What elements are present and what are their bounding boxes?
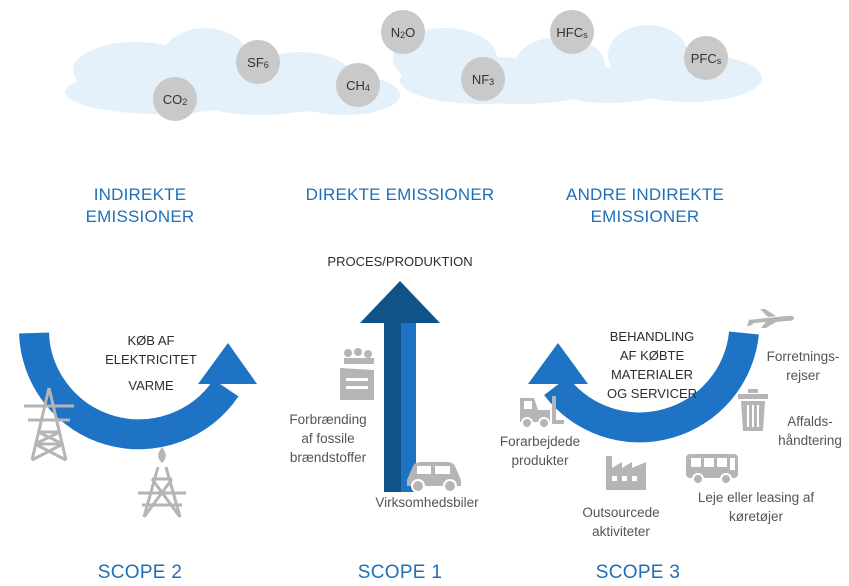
process-production-label: PROCES/PRODUKTION [327, 254, 473, 269]
outsourced-activities-label: Outsourcede aktiviteter [582, 505, 660, 539]
scope3-title: SCOPE 3 [595, 562, 681, 583]
car-icon [407, 462, 461, 493]
bus-icon [686, 454, 738, 485]
outsourced-factory-icon [606, 456, 646, 490]
gas-flare-tower-icon [138, 447, 186, 518]
combustion-label: Forbrænding af fossile brændstoffer [289, 412, 367, 465]
scope1-arrow-shaft-light [401, 322, 416, 492]
scope2-arrowhead [198, 343, 257, 384]
direct-emissions-header: DIREKTE EMISSIONER [305, 185, 495, 204]
waste-handling-label: Affalds- håndtering [778, 414, 842, 448]
company-cars-label: Virksomhedsbiler [375, 495, 479, 510]
processed-products-label: Forarbejdede produkter [499, 434, 581, 468]
airplane-icon [747, 309, 794, 328]
scope2-title: SCOPE 2 [97, 562, 183, 583]
forklift-icon [520, 396, 564, 428]
business-travel-label: Forretnings- rejser [766, 349, 840, 383]
scope3-purchased-goods-label: BEHANDLING AF KØBTE MATERIALER OG SERVIC… [606, 329, 698, 401]
factory-icon [340, 348, 374, 400]
clouds-graphic [65, 25, 762, 115]
scope3-arrowhead [528, 343, 588, 384]
scope1-title: SCOPE 1 [357, 562, 443, 583]
trash-can-icon [738, 389, 768, 431]
scope1-arrowhead [360, 281, 440, 323]
scope3-cycle-arrow [544, 331, 759, 443]
vehicle-leasing-label: Leje eller leasing af køretøjer [697, 490, 815, 524]
scope2-cycle-arrow [19, 332, 239, 450]
scope2-purchase-label: KØB AF ELEKTRICITET VARME [105, 333, 197, 393]
power-pylon-icon [24, 387, 74, 462]
